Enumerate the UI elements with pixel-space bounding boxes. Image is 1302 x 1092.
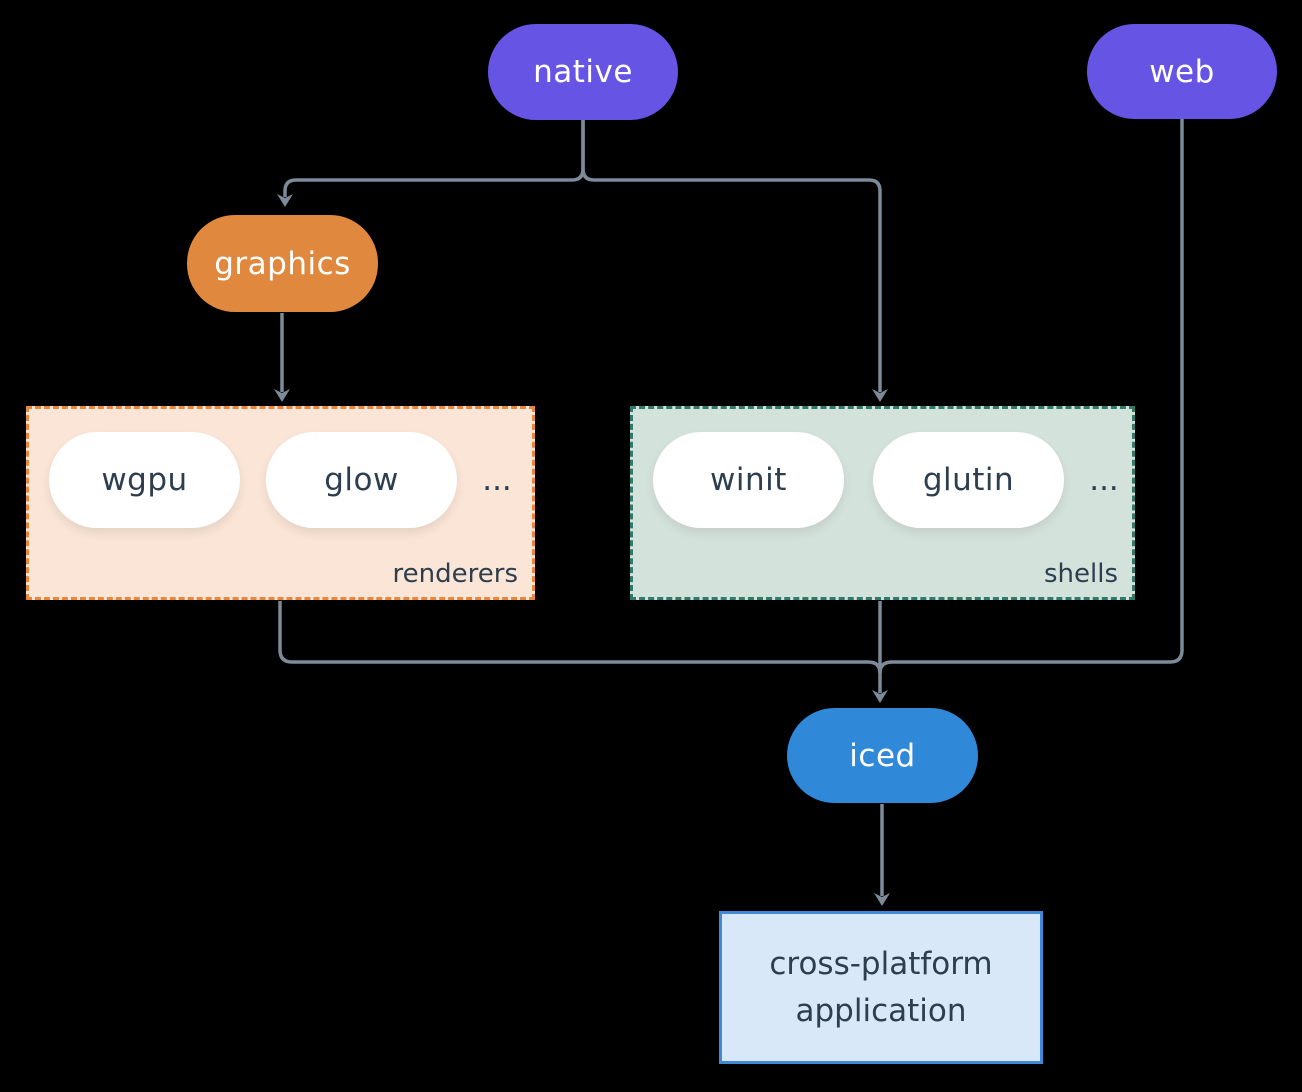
- shells-group-label: shells: [1043, 559, 1118, 589]
- node-wgpu-label: wgpu: [101, 462, 188, 498]
- arrowhead-renderers: [274, 389, 290, 402]
- node-winit: winit: [653, 432, 844, 528]
- node-winit-label: winit: [710, 462, 787, 498]
- node-iced-label: iced: [849, 737, 916, 774]
- shells-ellipsis: ...: [1089, 462, 1119, 498]
- node-glow-label: glow: [324, 462, 399, 498]
- node-web: web: [1087, 24, 1277, 119]
- node-glutin: glutin: [873, 432, 1064, 528]
- group-renderers: wgpu glow ... renderers: [26, 406, 535, 600]
- node-web-label: web: [1149, 53, 1215, 90]
- arrowhead-graphics: [277, 194, 293, 207]
- node-wgpu: wgpu: [49, 432, 240, 528]
- node-iced: iced: [787, 708, 978, 803]
- edge-native-graphics: [283, 119, 585, 197]
- arrowhead-shells: [872, 389, 888, 402]
- node-graphics: graphics: [187, 215, 378, 312]
- node-graphics-label: graphics: [214, 245, 351, 282]
- arrowhead-app: [874, 893, 890, 906]
- renderers-ellipsis: ...: [482, 462, 512, 498]
- node-app-label: cross-platform application: [769, 945, 993, 1029]
- node-glow: glow: [266, 432, 457, 528]
- renderers-group-label: renderers: [392, 559, 518, 589]
- node-glutin-label: glutin: [922, 462, 1015, 498]
- group-shells: winit glutin ... shells: [630, 406, 1135, 600]
- edge-renderers-iced: [278, 601, 882, 674]
- edge-native-shells: [581, 119, 882, 392]
- node-cross-platform-application: cross-platform application: [719, 911, 1043, 1064]
- arrowhead-iced: [872, 690, 888, 703]
- node-native: native: [488, 24, 678, 120]
- node-native-label: native: [533, 54, 633, 90]
